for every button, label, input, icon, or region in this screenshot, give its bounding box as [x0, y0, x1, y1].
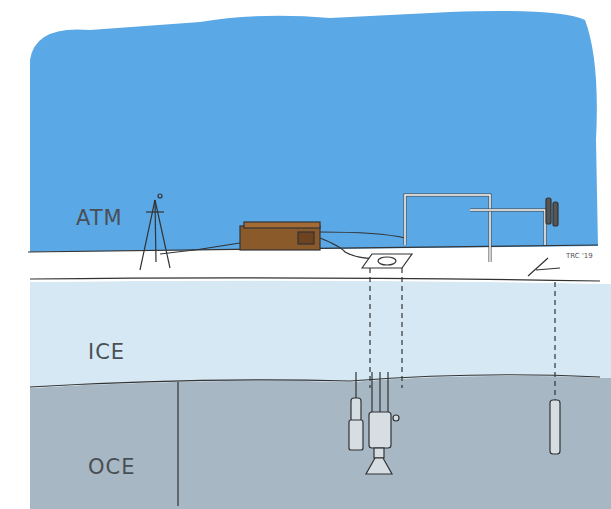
ocean-instrument	[374, 448, 384, 458]
instrument-cable	[355, 372, 356, 398]
snow-ice-line	[30, 278, 600, 281]
ocean-instrument	[550, 400, 560, 454]
signature-stroke	[528, 258, 560, 276]
layer-label: ATM	[76, 206, 127, 230]
instrument-cable	[387, 372, 388, 412]
layer-band: OCE	[88, 455, 140, 481]
ice-band	[30, 280, 611, 388]
logger-box-top	[244, 222, 320, 228]
layer-label: OCE	[88, 455, 140, 479]
instrument-cable	[379, 372, 380, 412]
snow-band	[30, 246, 611, 284]
mast-frame	[405, 195, 490, 262]
ocean-funnel	[366, 458, 392, 474]
tripod-leg	[140, 200, 155, 270]
cable	[160, 243, 240, 254]
mast-sensor	[546, 198, 551, 224]
ocean-instrument	[369, 412, 391, 448]
tripod-bar	[146, 211, 164, 212]
tripod-leg	[155, 200, 156, 262]
mast-frame	[405, 195, 490, 262]
mast-sensor	[553, 202, 558, 226]
sky-band	[30, 11, 598, 252]
plate-hole	[378, 257, 396, 265]
instrument-cable	[371, 372, 372, 412]
cable	[320, 232, 405, 238]
ocean-marker-line	[177, 382, 178, 506]
ice-ocean-line	[30, 375, 600, 387]
logger-box-panel	[298, 232, 314, 244]
mast-frame	[470, 210, 545, 245]
logger-box	[240, 226, 320, 250]
instrument-knob	[393, 415, 399, 421]
tripod-sensor	[158, 194, 162, 198]
tripod-leg	[155, 200, 170, 268]
signature: TRC '19	[566, 252, 593, 260]
mast-frame	[470, 210, 545, 245]
layer-band: ATM	[76, 206, 127, 232]
borehole	[554, 282, 555, 400]
ocean-band	[30, 376, 611, 509]
layer-band: ICE	[88, 340, 130, 366]
borehole	[401, 268, 402, 388]
ocean-instrument	[349, 420, 363, 450]
ice-plate	[362, 254, 412, 268]
layer-label: ICE	[88, 340, 130, 364]
borehole	[369, 268, 370, 388]
